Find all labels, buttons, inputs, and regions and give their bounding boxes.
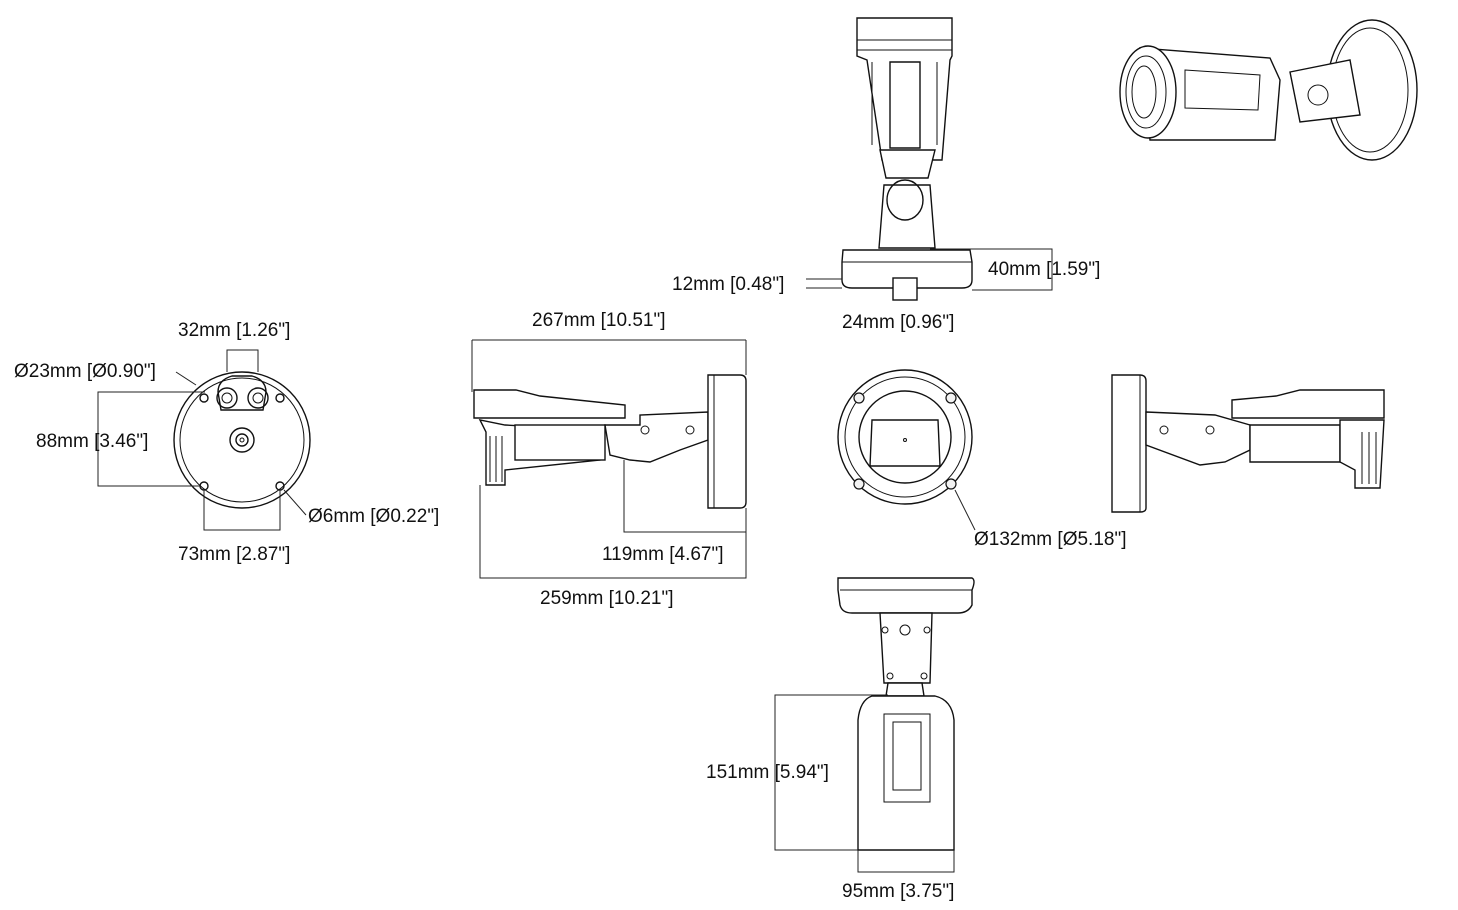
label-cable-hole-diameter: Ø23mm [Ø0.90"] — [14, 361, 156, 382]
label-base-diameter: Ø132mm [Ø5.18"] — [974, 529, 1126, 550]
label-mount-height: 88mm [3.46"] — [36, 431, 148, 452]
label-mount-width: 73mm [2.87"] — [178, 544, 290, 565]
camera-top-view — [806, 17, 1053, 301]
camera-isometric-view — [1119, 19, 1418, 161]
label-base-height: 40mm [1.59"] — [988, 259, 1100, 280]
camera-bottom-view — [774, 577, 975, 873]
label-overall-length: 267mm [10.51"] — [532, 310, 665, 331]
camera-side-view — [471, 339, 747, 579]
camera-front-view — [837, 369, 976, 531]
label-bracket-height: 151mm [5.94"] — [706, 762, 829, 783]
label-base-depth: 119mm [4.67"] — [602, 544, 724, 565]
label-body-length: 259mm [10.21"] — [540, 588, 673, 609]
label-mount-hole-spacing: 32mm [1.26"] — [178, 320, 290, 341]
label-housing-width: 95mm [3.75"] — [842, 881, 954, 902]
label-base-notch-width: 24mm [0.96"] — [842, 312, 954, 333]
camera-side-view-mirrored — [1111, 374, 1385, 513]
mount-back-view — [97, 349, 311, 531]
label-mount-screw-diameter: Ø6mm [Ø0.22"] — [308, 506, 439, 527]
label-base-plate-thickness: 12mm [0.48"] — [672, 274, 784, 295]
